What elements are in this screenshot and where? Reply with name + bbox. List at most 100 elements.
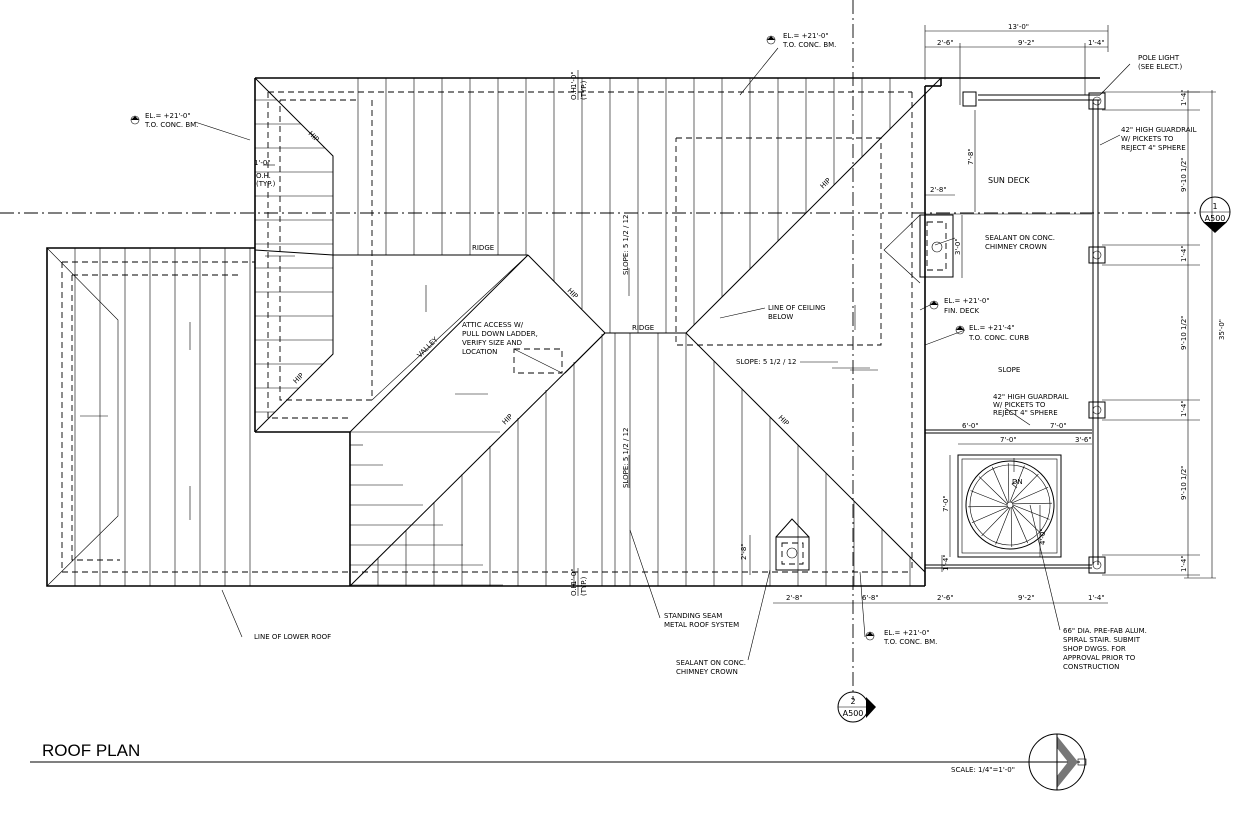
- el-label: EL.= +21'-0": [884, 629, 930, 637]
- el-label: EL.= +21'-4": [969, 324, 1015, 332]
- scale-label: SCALE: 1/4"=1'-0": [951, 766, 1015, 774]
- leader-lines: [80, 47, 1131, 661]
- el-label: EL.= +21'-0": [944, 297, 990, 305]
- annotations: EL.= +21'-0" T.O. CONC. BM. EL.= +21'-0"…: [144, 32, 1197, 676]
- dim-text: 9'-2": [1018, 39, 1035, 47]
- chimney-bottom: [775, 518, 810, 571]
- conc-beam-label: T.O. CONC. BM.: [782, 41, 836, 49]
- dim-text: 1'-4": [1180, 89, 1188, 106]
- conc-beam-label: T.O. CONC. BM.: [144, 121, 198, 129]
- stair-note: CONSTRUCTION: [1063, 663, 1119, 671]
- lower-roof-note: LINE OF LOWER ROOF: [254, 633, 331, 641]
- el-label: EL.= +21'-0": [145, 112, 191, 120]
- guardrail-note: REJECT 4" SPHERE: [1121, 144, 1186, 152]
- stair-tread: [1007, 463, 1010, 503]
- drawing-title: ROOF PLAN: [42, 741, 140, 760]
- guardrail-note: W/ PICKETS TO: [1121, 135, 1174, 143]
- pole-light-icon: [1088, 92, 1106, 574]
- stair-tread: [978, 476, 1008, 505]
- section-2-sheet: A500: [843, 709, 864, 718]
- section-marker-1: 1 A500: [1199, 196, 1231, 233]
- dim-text: O.H.: [570, 581, 578, 596]
- dimension-lines: [263, 25, 1216, 604]
- dim-text: 1'-4": [1180, 555, 1188, 572]
- dim-text: (TYP.): [580, 80, 588, 100]
- pole-light-note: POLE LIGHT: [1138, 54, 1180, 62]
- chimney-note: CHIMNEY CROWN: [676, 668, 738, 676]
- elevation-marker-icon: [130, 35, 965, 641]
- standing-seam-lines: [74, 78, 911, 586]
- chimney-note: CHIMNEY CROWN: [985, 243, 1047, 251]
- overhang-dim: 1'-0": [254, 159, 271, 167]
- attic-access-note: PULL DOWN LADDER,: [462, 330, 538, 338]
- dim-text: 6'-8": [862, 594, 879, 602]
- conc-beam-label: T.O. CONC. BM.: [883, 638, 937, 646]
- dim-text: O.H.: [570, 85, 578, 100]
- attic-access-note: LOCATION: [462, 348, 497, 356]
- dim-text: 9'-10 1/2": [1180, 465, 1188, 500]
- line-of-ceiling-below: [675, 137, 882, 346]
- dim-text: 4'-0": [1039, 528, 1047, 545]
- stair-tread: [1012, 502, 1052, 505]
- stair-note: SPIRAL STAIR. SUBMIT: [1063, 636, 1141, 644]
- stair-tread: [1010, 473, 1039, 503]
- stair-tread: [1012, 487, 1049, 504]
- dim-text: 1'-4": [942, 554, 950, 571]
- dim-text: 3'-0": [954, 238, 962, 255]
- stair-note: APPROVAL PRIOR TO: [1063, 654, 1136, 662]
- dim-text: 35'-0": [1218, 319, 1226, 340]
- dim-text: 7'-8": [967, 148, 975, 165]
- sun-deck-label: SUN DECK: [988, 176, 1030, 185]
- stair-note: SHOP DWGS. FOR: [1063, 645, 1126, 653]
- dim-text: 2'-8": [786, 594, 803, 602]
- ridge-label: RIDGE: [632, 324, 654, 332]
- dim-text: 2'-8": [740, 543, 748, 560]
- roof-system-note: STANDING SEAM: [664, 612, 722, 620]
- dim-text: 1'-4": [1088, 39, 1105, 47]
- el-label: EL.= +21'-0": [783, 32, 829, 40]
- curb-label: T.O. CONC. CURB: [968, 334, 1029, 342]
- guardrail-note: 42" HIGH GUARDRAIL: [1121, 126, 1197, 134]
- stair-down-label: DN: [1012, 478, 1023, 486]
- stair-tread: [1009, 465, 1025, 503]
- ridge-label: RIDGE: [472, 244, 494, 252]
- guardrail-note: 42" HIGH GUARDRAIL: [993, 393, 1069, 401]
- stair-tread: [970, 490, 1008, 506]
- stair-tread: [1011, 507, 1028, 544]
- dim-text: 9'-10 1/2": [1180, 315, 1188, 350]
- attic-access-hatch: [513, 348, 563, 374]
- guardrail-note: W/ PICKETS TO: [993, 401, 1046, 409]
- dim-text: 1'-0": [570, 568, 578, 585]
- dim-text: 1'-4": [1088, 594, 1105, 602]
- north-arrow-icon: [1028, 733, 1087, 791]
- roof-system-note: METAL ROOF SYSTEM: [664, 621, 739, 629]
- dimension-text: 13'-0" 2'-6" 9'-2" 1'-4" 35'-0" 9'-10 1/…: [570, 23, 1226, 602]
- dim-text: 2'-6": [937, 39, 954, 47]
- sun-deck: [925, 77, 1200, 576]
- dim-text: 2'-6": [937, 594, 954, 602]
- slope-label: SLOPE: 5 1/2 / 12: [622, 215, 630, 276]
- stair-tread: [1012, 505, 1042, 534]
- overhang-typ: (TYP.): [256, 180, 276, 188]
- dim-text: 7'-0": [1000, 436, 1017, 444]
- stair-tread: [995, 507, 1011, 545]
- dim-text: 2'-8": [930, 186, 947, 194]
- fin-deck-label: FIN. DECK: [944, 307, 979, 315]
- dim-text: 1'-0": [570, 71, 578, 88]
- spiral-stair: [957, 454, 1062, 558]
- dim-text: 7'-0": [942, 495, 950, 512]
- ceiling-note: LINE OF CEILING: [768, 304, 826, 312]
- stair-tread: [992, 466, 1009, 503]
- dim-text: 1'-4": [1180, 400, 1188, 417]
- dim-text: 9'-10 1/2": [1180, 157, 1188, 192]
- chimney-note: SEALANT ON CONC.: [985, 234, 1055, 242]
- ceiling-note: BELOW: [768, 313, 793, 321]
- dim-text: 13'-0": [1008, 23, 1029, 31]
- stair-note: 66" DIA. PRE-FAB ALUM.: [1063, 627, 1147, 635]
- chimney-note: SEALANT ON CONC.: [676, 659, 746, 667]
- roof-outline: [46, 77, 942, 587]
- dim-text: 3'-6": [1075, 436, 1092, 444]
- overhang-label: O.H.: [256, 172, 271, 180]
- section-marker-2: 2 A500: [837, 691, 876, 723]
